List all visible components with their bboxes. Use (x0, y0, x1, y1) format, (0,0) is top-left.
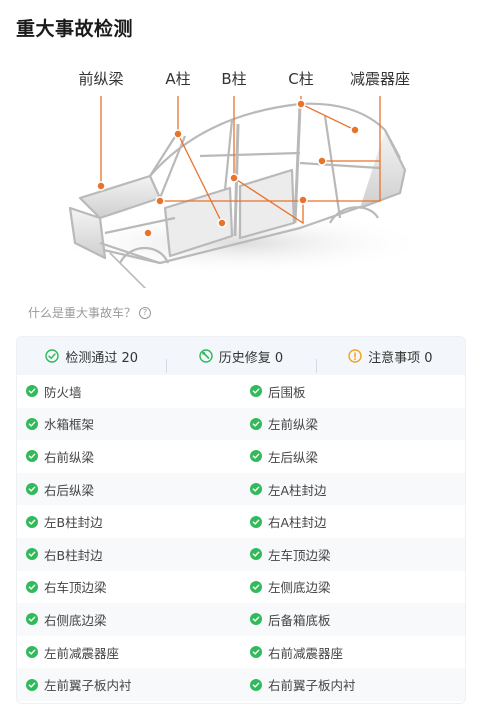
list-item: 后备箱底板 (241, 610, 465, 629)
point-shock-mount (317, 156, 327, 166)
annotation-points (96, 99, 360, 238)
label-shock-mount: 减震器座 (350, 70, 410, 88)
table-row: 右后纵梁 左A柱封边 (17, 472, 465, 506)
summary-notice[interactable]: 注意事项 0 (315, 347, 465, 373)
list-item: 左B柱封边 (17, 512, 241, 531)
check-icon (250, 483, 262, 496)
summary-repair-text: 历史修复 0 (218, 350, 284, 366)
point-c-pillar-rear (350, 125, 360, 135)
inspection-items-list: 防火墙 后围板 水箱框架 左前纵梁 右前纵梁 左后纵梁 右后纵梁 左A柱封边 左… (17, 375, 465, 701)
list-item: 右前翼子板内衬 (241, 675, 465, 694)
list-item: 左后纵梁 (241, 447, 465, 466)
check-icon (26, 613, 38, 626)
check-icon (250, 678, 262, 691)
check-icon (250, 450, 262, 463)
check-icon (26, 548, 38, 561)
list-item: 左前纵梁 (241, 414, 465, 433)
info-circle-icon (348, 349, 362, 363)
point-sill (155, 196, 165, 206)
summary-passed[interactable]: 检测通过 20 (17, 347, 166, 366)
table-row: 右前纵梁 左后纵梁 (17, 440, 465, 473)
check-icon (26, 450, 38, 463)
summary-passed-text: 检测通过 20 (65, 350, 138, 366)
list-item: 防火墙 (17, 382, 241, 401)
point-c-pillar (296, 99, 306, 109)
help-text: 什么是重大事故车？ (28, 306, 137, 320)
list-item: 右前纵梁 (17, 447, 241, 466)
check-icon (26, 417, 38, 430)
list-item: 左车顶边梁 (241, 545, 465, 564)
list-item: 右A柱封边 (241, 512, 465, 531)
list-item: 右车顶边梁 (17, 577, 241, 596)
list-item: 水箱框架 (17, 414, 241, 433)
list-item: 左侧底边梁 (241, 577, 465, 596)
wrench-icon (199, 349, 213, 363)
list-item: 右前减震器座 (241, 643, 465, 662)
point-a-pillar (217, 218, 227, 228)
check-icon (250, 515, 262, 528)
table-row: 右B柱封边 左车顶边梁 (17, 537, 465, 571)
summary-bar: 检测通过 20 历史修复 0 注意事项 0 (17, 337, 465, 375)
check-icon (26, 483, 38, 496)
list-item: 左前减震器座 (17, 643, 241, 662)
check-icon (250, 580, 262, 593)
check-icon (250, 646, 262, 659)
list-item: 左前翼子板内衬 (17, 675, 241, 694)
what-is-accident-car-link[interactable]: 什么是重大事故车？ ? (28, 304, 152, 321)
label-front-rail: 前纵梁 (78, 70, 123, 88)
table-row: 左前翼子板内衬 右前翼子板内衬 (17, 668, 465, 701)
check-icon (26, 646, 38, 659)
table-row: 左B柱封边 右A柱封边 (17, 505, 465, 538)
question-circle-icon: ? (139, 306, 152, 319)
summary-repair[interactable]: 历史修复 0 (166, 347, 315, 373)
check-icon (250, 548, 262, 561)
check-circle-icon (45, 349, 60, 363)
point-b-pillar (229, 173, 239, 183)
check-icon (26, 580, 38, 593)
table-row: 水箱框架 左前纵梁 (17, 407, 465, 441)
list-item: 左A柱封边 (241, 480, 465, 499)
label-b-pillar: B柱 (221, 70, 246, 88)
label-a-pillar: A柱 (165, 70, 190, 88)
point-c-pillar-lower (298, 195, 308, 205)
table-row: 右车顶边梁 左侧底边梁 (17, 571, 465, 604)
check-icon (250, 385, 262, 398)
table-row: 右侧底边梁 后备箱底板 (17, 603, 465, 636)
summary-notice-text: 注意事项 0 (368, 350, 433, 366)
point-a-pillar-top (173, 129, 183, 139)
list-item: 右侧底边梁 (17, 610, 241, 629)
list-item: 右后纵梁 (17, 480, 241, 499)
table-row: 左前减震器座 右前减震器座 (17, 636, 465, 669)
inspection-result-card: 检测通过 20 历史修复 0 注意事项 0 (16, 336, 466, 704)
table-row: 防火墙 后围板 (17, 375, 465, 408)
check-icon (26, 678, 38, 691)
car-body-diagram: 前纵梁 A柱 B柱 C柱 减震器座 (50, 70, 430, 288)
check-icon (250, 417, 262, 430)
label-c-pillar: C柱 (288, 70, 313, 88)
list-item: 后围板 (241, 382, 465, 401)
list-item: 右B柱封边 (17, 545, 241, 564)
page-title: 重大事故检测 (16, 18, 134, 40)
check-icon (250, 613, 262, 626)
check-icon (26, 515, 38, 528)
check-icon (26, 385, 38, 398)
point-front-rail (96, 181, 106, 191)
point-front-beam (143, 228, 153, 238)
